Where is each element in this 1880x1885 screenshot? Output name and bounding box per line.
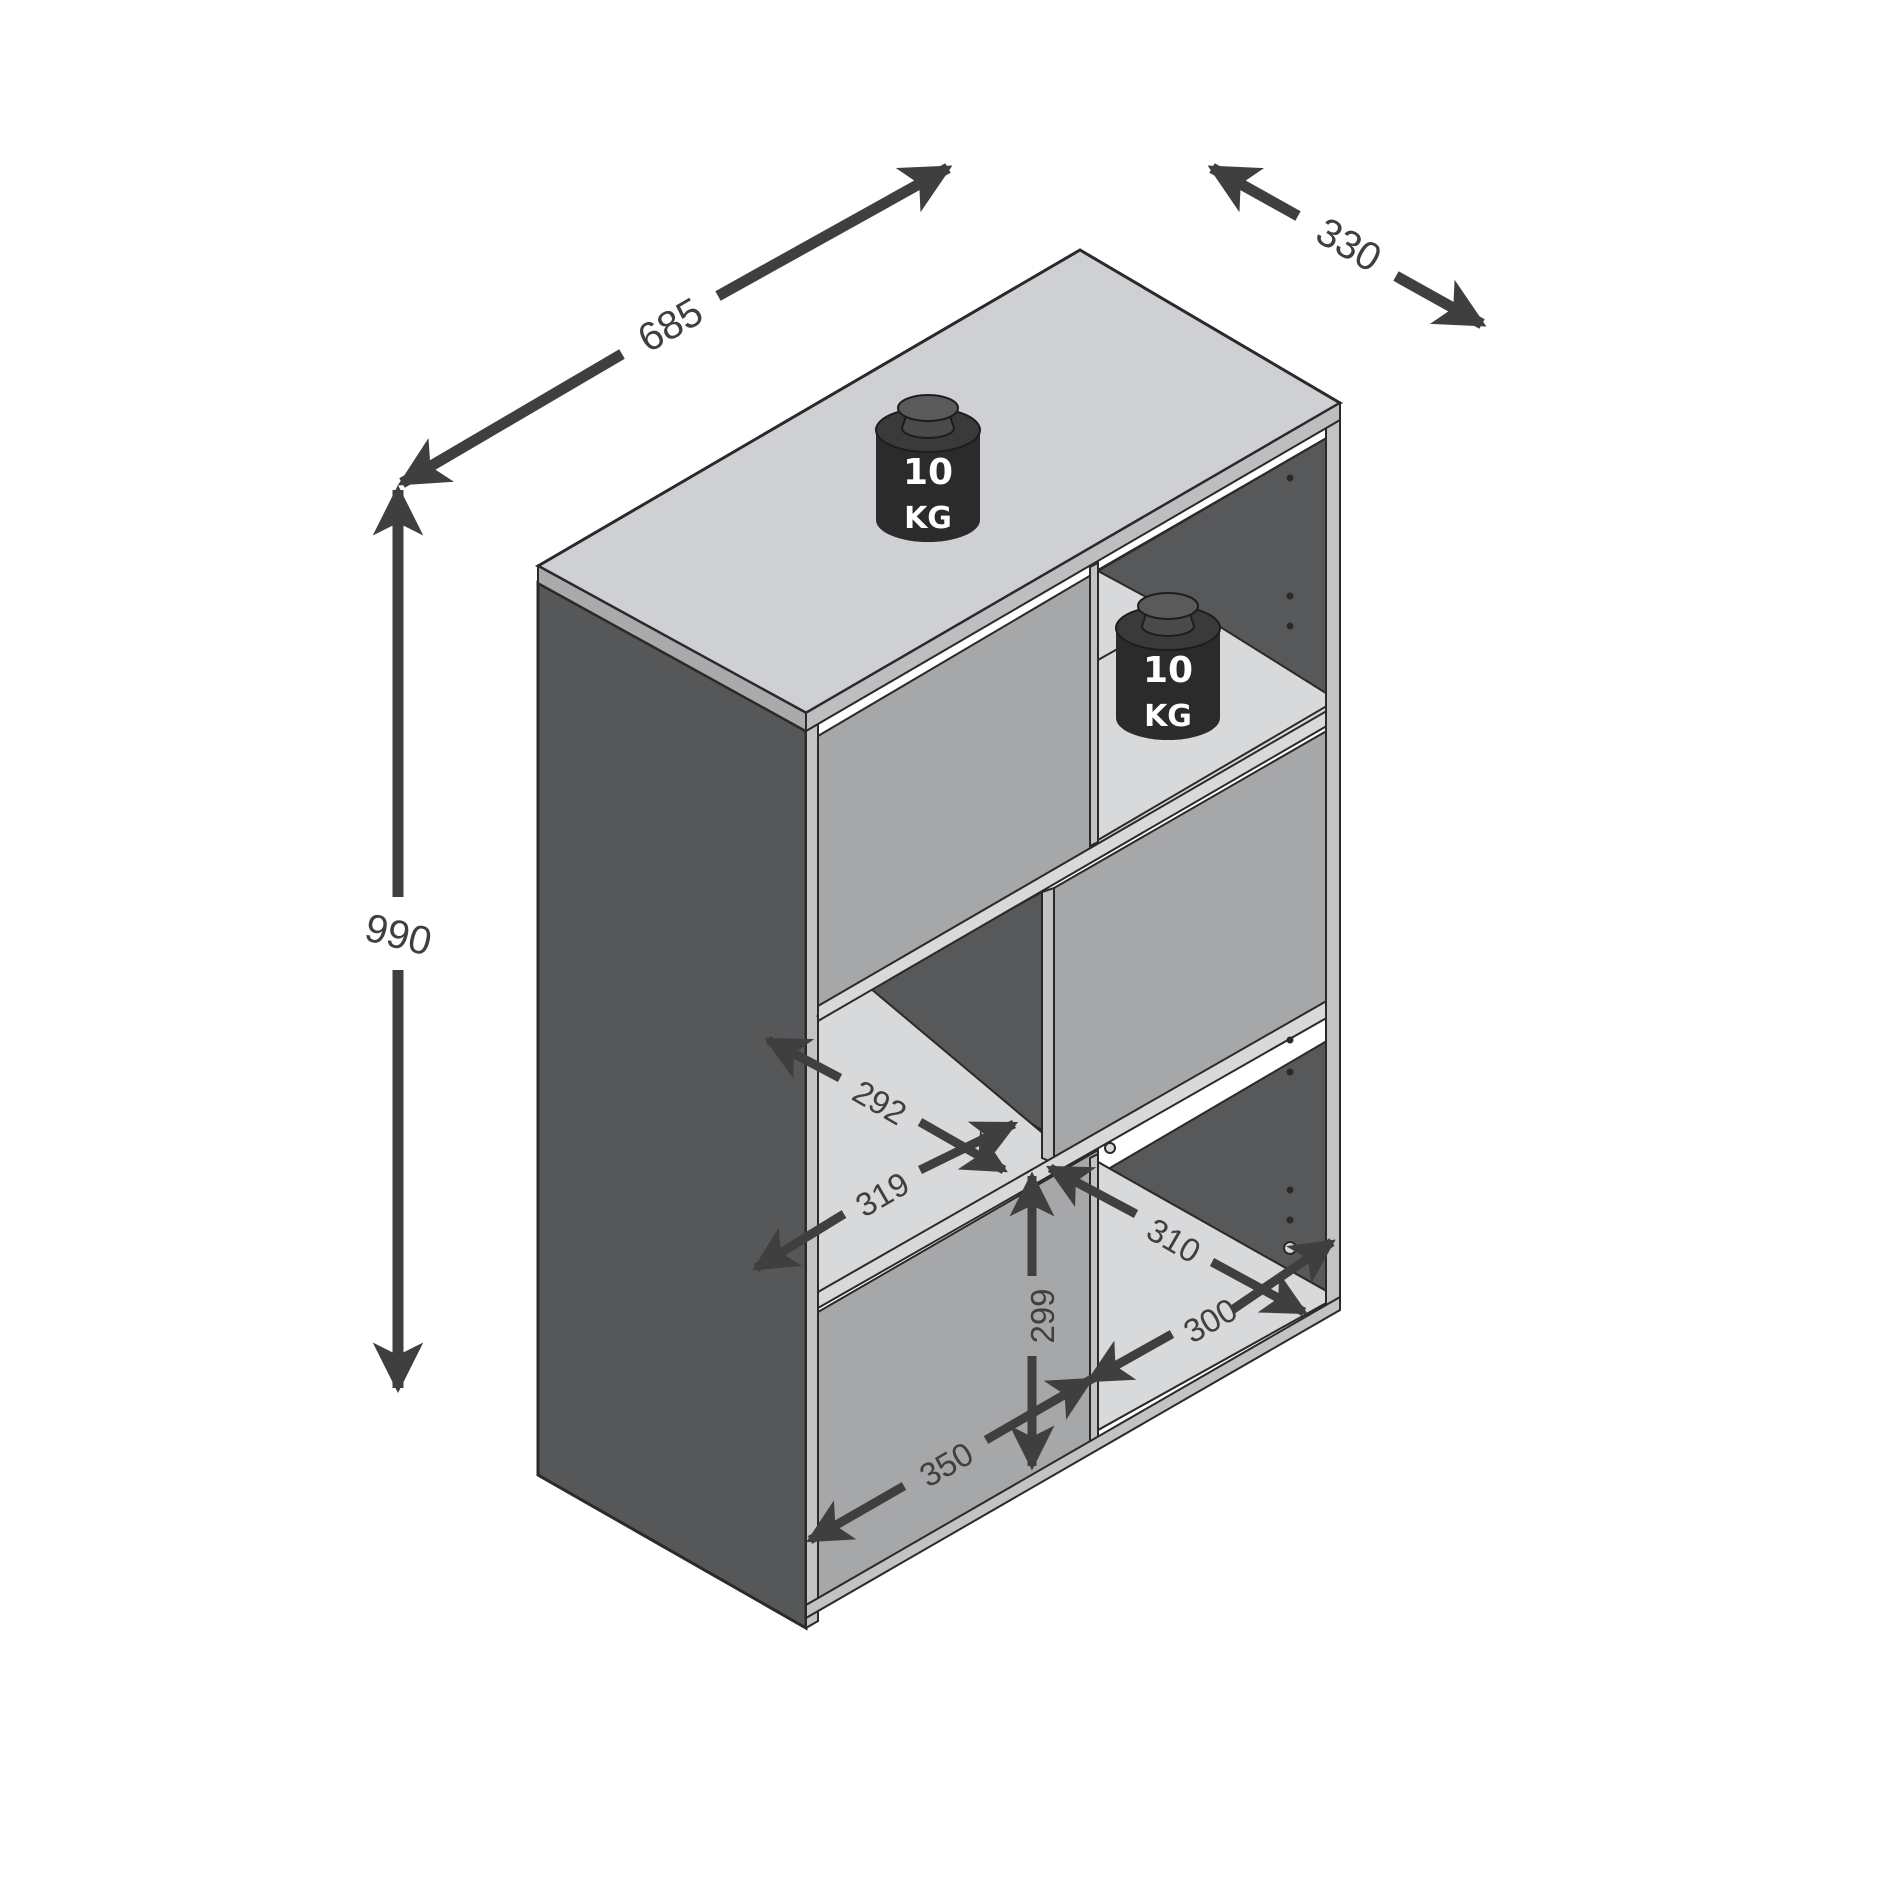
weight-top-unit: KG bbox=[904, 501, 952, 536]
shelf-pin-holes bbox=[1104, 474, 1297, 1255]
width-label: 685 bbox=[631, 290, 711, 361]
dim-300-arrow-b bbox=[1086, 1330, 1175, 1384]
interior-dimensions bbox=[752, 1036, 1336, 1544]
depth-label: 330 bbox=[1309, 209, 1389, 280]
width-arrow-left bbox=[397, 349, 625, 488]
depth-arrow-right bbox=[1393, 271, 1487, 329]
middle-divider bbox=[1041, 886, 1055, 1165]
weight-shelf-value: 10 bbox=[1143, 650, 1193, 691]
bottom-board bbox=[805, 1295, 1341, 1620]
weight-top-value: 10 bbox=[903, 452, 953, 493]
weight-shelf: 10 KG bbox=[1115, 592, 1221, 740]
weight-shelf-unit: KG bbox=[1144, 699, 1192, 734]
dim-292-arrow-a bbox=[764, 1036, 843, 1082]
dim-299-label: 299 bbox=[1024, 1288, 1061, 1343]
top-right-edge bbox=[805, 401, 1341, 733]
width-arrow-right bbox=[715, 163, 953, 301]
dim-310-arrow-a bbox=[1046, 1164, 1139, 1218]
left-panel-front-edge bbox=[805, 722, 819, 1630]
upper-divider bbox=[1089, 561, 1099, 848]
overall-dimensions bbox=[372, 163, 1487, 1394]
dim-319-arrow-a bbox=[918, 1119, 1019, 1175]
left-side-panel bbox=[536, 580, 808, 1631]
depth-arrow-left bbox=[1207, 163, 1301, 221]
dim-319-arrow-b bbox=[752, 1210, 847, 1272]
height-label: 990 bbox=[361, 906, 436, 965]
weight-top: 10 KG bbox=[875, 394, 981, 542]
shelf-body bbox=[534, 248, 1343, 1631]
dim-350-arrow-a bbox=[983, 1376, 1094, 1444]
dim-350-arrow-b bbox=[806, 1482, 907, 1544]
dim-300-arrow-a bbox=[1229, 1238, 1336, 1314]
right-panel-front-edge bbox=[1325, 415, 1341, 1310]
